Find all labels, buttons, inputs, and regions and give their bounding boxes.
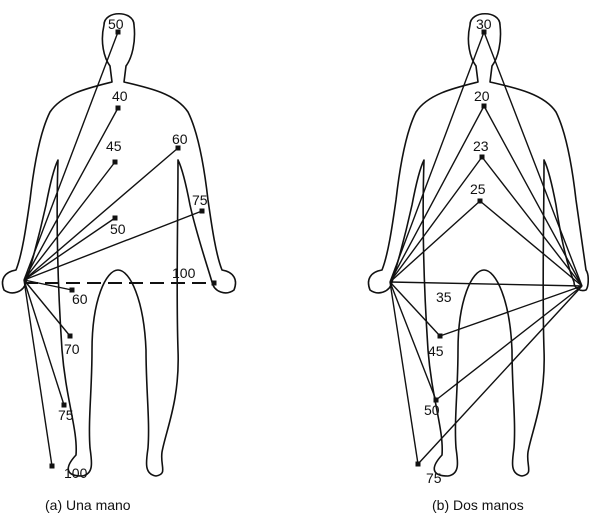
reach-point <box>113 160 118 165</box>
reach-point <box>116 106 121 111</box>
reach-value-label: 25 <box>470 181 486 197</box>
reach-point <box>480 155 485 160</box>
reach-value-label: 40 <box>112 88 128 104</box>
reach-line-right <box>418 286 582 464</box>
reach-line <box>24 108 118 280</box>
reach-line-hands <box>390 282 582 286</box>
reach-value-label: 75 <box>426 470 442 486</box>
reach-value-label: 100 <box>172 265 196 281</box>
reach-value-label: 60 <box>72 291 88 307</box>
reach-value-label: 100 <box>64 465 88 481</box>
reach-point <box>482 104 487 109</box>
reach-value-label: 75 <box>192 192 208 208</box>
reach-line <box>24 148 178 280</box>
reach-point <box>438 334 443 339</box>
reach-value-label: 50 <box>110 221 126 237</box>
reach-line-right <box>484 106 582 286</box>
panel-two-hands: 30 20 23 25 35 45 50 75 (b) Dos manos <box>369 14 589 513</box>
reach-point <box>478 199 483 204</box>
reach-value-label: 35 <box>436 289 452 305</box>
reach-value-label: 45 <box>428 343 444 359</box>
reach-line-right <box>482 157 582 286</box>
reach-point <box>212 281 217 286</box>
reach-line-left <box>390 282 418 464</box>
reach-line <box>24 280 64 405</box>
reach-value-label: 20 <box>474 88 490 104</box>
reach-line <box>24 218 115 280</box>
reach-value-label: 60 <box>172 131 188 147</box>
panel-caption-a: (a) Una mano <box>45 497 131 513</box>
reach-line-left <box>390 282 436 400</box>
reach-line <box>24 32 118 280</box>
reach-value-label: 30 <box>476 16 492 32</box>
reach-value-label: 70 <box>64 341 80 357</box>
reach-line-right <box>480 201 582 286</box>
reach-point <box>200 209 205 214</box>
reach-point <box>68 334 73 339</box>
panel-caption-b: (b) Dos manos <box>432 497 524 513</box>
reach-line-left <box>390 157 482 282</box>
reach-value-label: 23 <box>473 138 489 154</box>
reach-value-label: 50 <box>424 402 440 418</box>
reach-point <box>113 216 118 221</box>
reach-point <box>416 462 421 467</box>
reach-value-label: 75 <box>58 407 74 423</box>
reach-point <box>50 464 55 469</box>
reach-value-label: 50 <box>108 16 124 32</box>
reach-line-left <box>390 32 484 282</box>
body-outline-b <box>369 14 589 476</box>
panel-one-hand: 50 40 45 60 75 50 100 60 70 75 100 (a) U… <box>3 14 236 513</box>
reach-value-label: 45 <box>106 138 122 154</box>
reach-line-right <box>484 32 582 286</box>
